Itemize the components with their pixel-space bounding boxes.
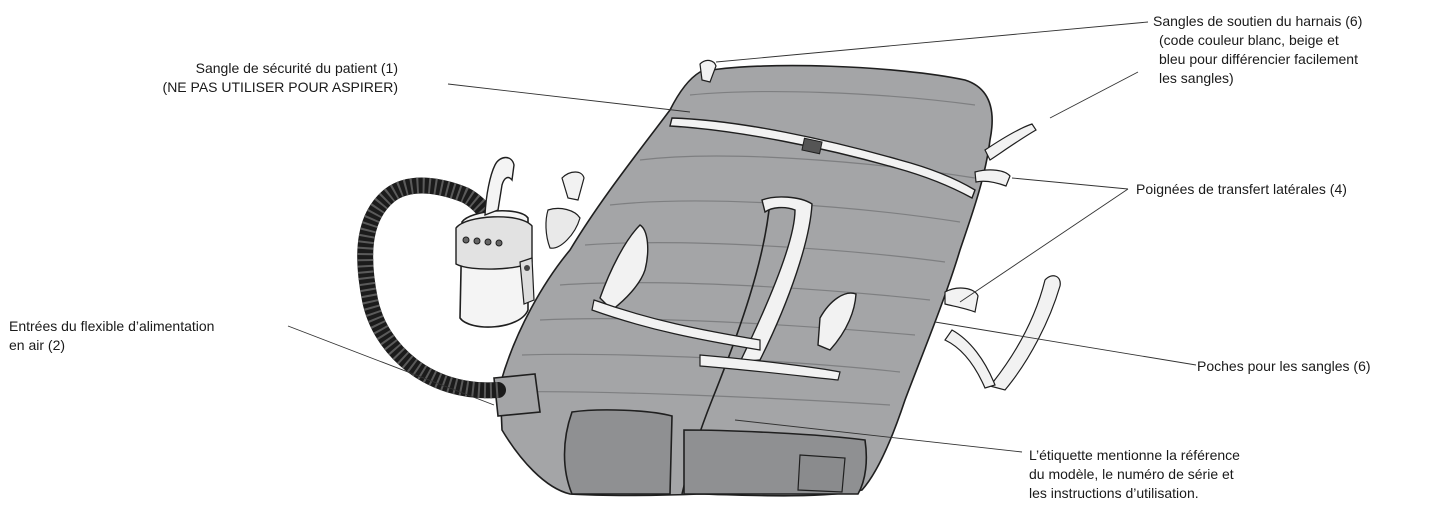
air-inlets-line-1: Entrées du flexible d’alimentation [9,317,214,336]
air-supply-unit [456,158,534,328]
callout-side-handles: Poignées de transfert latérales (4) [1136,180,1347,199]
label-info-line-1: L’étiquette mentionne la référence [1029,446,1240,465]
harness-straps-line-1: Sangles de soutien du harnais (6) [1153,12,1362,31]
safety-strap-line-1: Sangle de sécurité du patient (1) [118,59,398,78]
air-inlets-line-2: en air (2) [9,336,214,355]
label-info-line-2: du modèle, le numéro de série et [1029,465,1240,484]
harness-straps-line-3: bleu pour différencier facilement [1153,50,1362,69]
callout-harness-straps: Sangles de soutien du harnais (6) (code … [1153,12,1362,88]
harness-straps-line-2: (code couleur blanc, beige et [1153,31,1362,50]
callout-strap-pockets: Poches pour les sangles (6) [1197,357,1371,376]
leader-safety-strap [448,84,690,112]
safety-strap-line-2: (NE PAS UTILISER POUR ASPIRER) [118,78,398,97]
callout-label-info: L’étiquette mentionne la référence du mo… [1029,446,1240,503]
callout-air-inlets: Entrées du flexible d’alimentation en ai… [9,317,214,355]
leader-harness-straps-1 [716,22,1148,62]
side-handles-line-1: Poignées de transfert latérales (4) [1136,180,1347,199]
callout-safety-strap: Sangle de sécurité du patient (1) (NE PA… [118,59,398,97]
label-info-line-3: les instructions d’utilisation. [1029,484,1240,503]
harness-straps-line-4: les sangles) [1153,69,1362,88]
leader-harness-straps-2 [1050,72,1138,118]
strap-pockets-line-1: Poches pour les sangles (6) [1197,357,1371,376]
leader-side-handles-1 [1012,178,1128,189]
